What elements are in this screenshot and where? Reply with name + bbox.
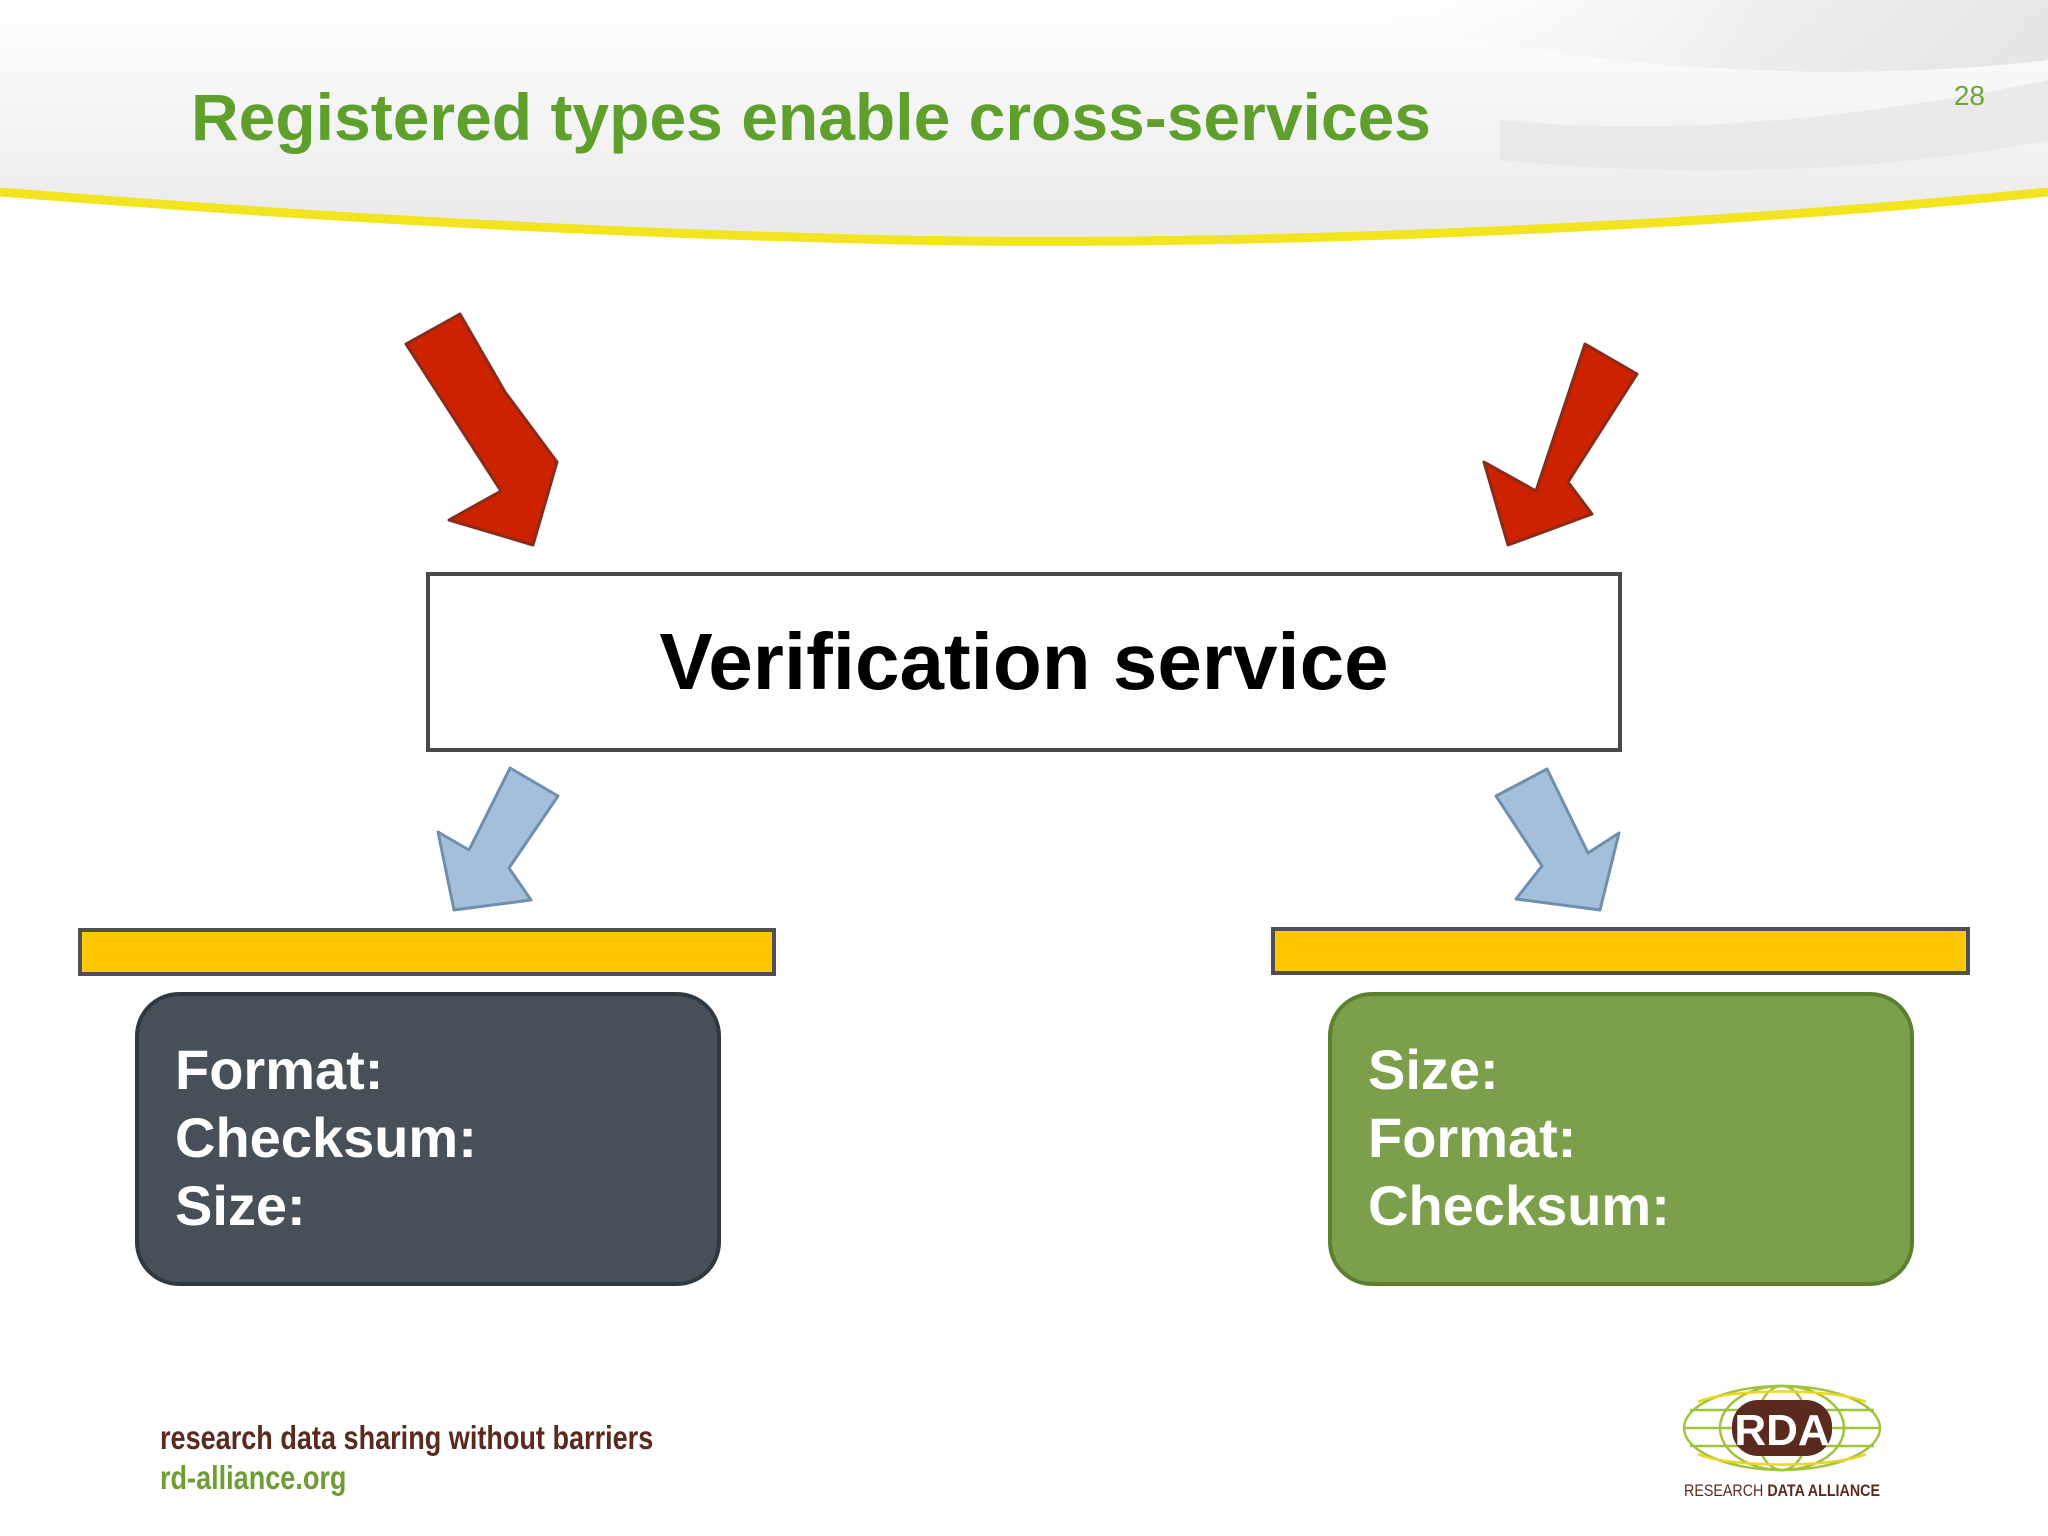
logo-text: RDA <box>1734 1406 1829 1455</box>
rda-logo: RDA RESEARCH DATA ALLIANCE <box>1682 1384 1882 1500</box>
service-label: Verification service <box>659 617 1389 706</box>
logo-caption-a: RESEARCH <box>1684 1481 1767 1500</box>
logo-badge <box>1732 1400 1832 1456</box>
slide-title: Registered types enable cross-services <box>191 80 1431 154</box>
record-field: Checksum: <box>175 1106 477 1169</box>
record-field: Format: <box>175 1038 384 1101</box>
website-url: rd-alliance.org <box>160 1459 347 1496</box>
footer-tagline: research data sharing without barriers r… <box>160 1418 653 1498</box>
record-field: Size: <box>175 1174 306 1237</box>
blue-arrow-right <box>1494 767 1621 912</box>
header-swoosh <box>0 0 2048 246</box>
page-number: 28 <box>1953 80 1985 111</box>
verification-service-box: Verification service <box>426 572 1622 752</box>
record-field: Size: <box>1368 1038 1499 1101</box>
blue-arrow-left <box>436 766 560 912</box>
record-box-left: Format: Checksum: Size: <box>135 992 721 1286</box>
red-arrow-right <box>1482 342 1639 547</box>
record-field: Format: <box>1368 1106 1577 1169</box>
record-box-right: Size: Format: Checksum: <box>1328 992 1914 1286</box>
record-field: Checksum: <box>1368 1174 1670 1237</box>
tagline-text: research data sharing without barriers <box>160 1419 654 1456</box>
red-arrow-left <box>404 312 559 547</box>
logo-caption: RESEARCH DATA ALLIANCE <box>1684 1481 1880 1500</box>
logo-caption-b: DATA ALLIANCE <box>1767 1481 1880 1500</box>
type-bar-right <box>1271 927 1970 975</box>
type-bar-left <box>78 928 776 976</box>
